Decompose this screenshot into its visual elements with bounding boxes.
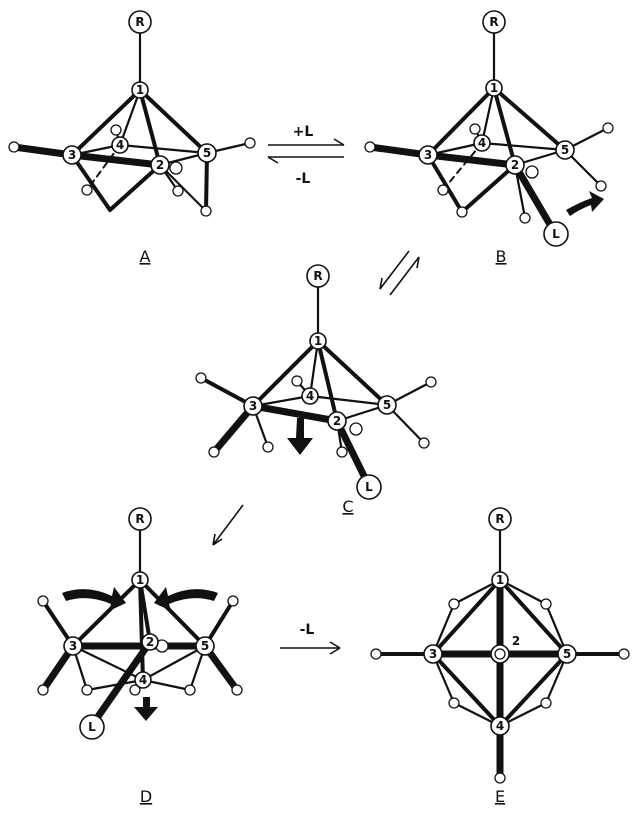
equilibrium-arrow-bc: [379, 250, 420, 296]
structure-a: R 1 3 4 2 5 A: [8, 10, 256, 266]
atom-4-label: 4: [496, 719, 504, 733]
structure-d: R 1 3 2 5 4 L D: [37, 507, 243, 806]
ligand-label: L: [365, 480, 373, 494]
r-atom-label: R: [135, 512, 144, 526]
minus-l-label: -L: [300, 622, 315, 638]
structure-c: R 1 3 4 2 5 L C: [195, 264, 437, 516]
reaction-arrow-cd: [212, 504, 244, 546]
atom-1-label: 1: [314, 334, 322, 348]
atom-4-label: 4: [306, 389, 314, 403]
atom-5-label: 5: [563, 647, 571, 661]
atom-2-label: 2: [333, 414, 341, 428]
structure-b: R 1 3 4 2 5 L B: [364, 10, 614, 266]
panel-label-b: B: [496, 247, 507, 266]
atom-2-label: 2: [512, 634, 520, 648]
atom-4-label: 4: [116, 138, 124, 152]
atom-1-label: 1: [490, 81, 498, 95]
ligand-label: L: [552, 227, 560, 241]
panel-label-c: C: [342, 497, 353, 516]
atom-5-label: 5: [383, 398, 391, 412]
atom-5-label: 5: [203, 146, 211, 160]
atom-1-label: 1: [496, 573, 504, 587]
rotation-arrow-icon: [154, 587, 218, 611]
panel-label-a: A: [140, 247, 151, 266]
panel-label-d: D: [140, 787, 152, 806]
r-atom-label: R: [313, 269, 322, 283]
minus-l-label: -L: [296, 171, 311, 187]
atom-5-label: 5: [561, 143, 569, 157]
rotation-arrow-icon: [566, 191, 604, 216]
atom-3-label: 3: [429, 647, 437, 661]
atom-2-label: 2: [511, 158, 519, 172]
down-arrow-icon: [134, 697, 158, 721]
atom-3-label: 3: [69, 639, 77, 653]
structure-e: R 1 3 2 5 4 E: [370, 507, 630, 806]
rotation-arrow-icon: [62, 587, 126, 611]
reaction-arrow-de: -L: [280, 622, 341, 655]
ligand-label: L: [88, 720, 96, 734]
r-atom-label: R: [495, 512, 504, 526]
atom-3-label: 3: [249, 399, 257, 413]
atom-3-label: 3: [424, 148, 432, 162]
atom-2-label: 2: [156, 158, 164, 172]
atom-3-label: 3: [68, 148, 76, 162]
atom-5-label: 5: [201, 639, 209, 653]
atom-1-label: 1: [136, 83, 144, 97]
down-arrow-icon: [287, 418, 313, 455]
equilibrium-arrow-ab: +L -L: [267, 124, 345, 187]
atom-1-label: 1: [136, 573, 144, 587]
panel-label-e: E: [495, 787, 505, 806]
atom-4-label: 4: [139, 673, 147, 687]
atom-2-label: 2: [146, 635, 154, 649]
r-atom-label: R: [135, 15, 144, 29]
r-atom-label: R: [489, 15, 498, 29]
atom-4-label: 4: [478, 136, 486, 150]
plus-l-label: +L: [293, 124, 314, 140]
